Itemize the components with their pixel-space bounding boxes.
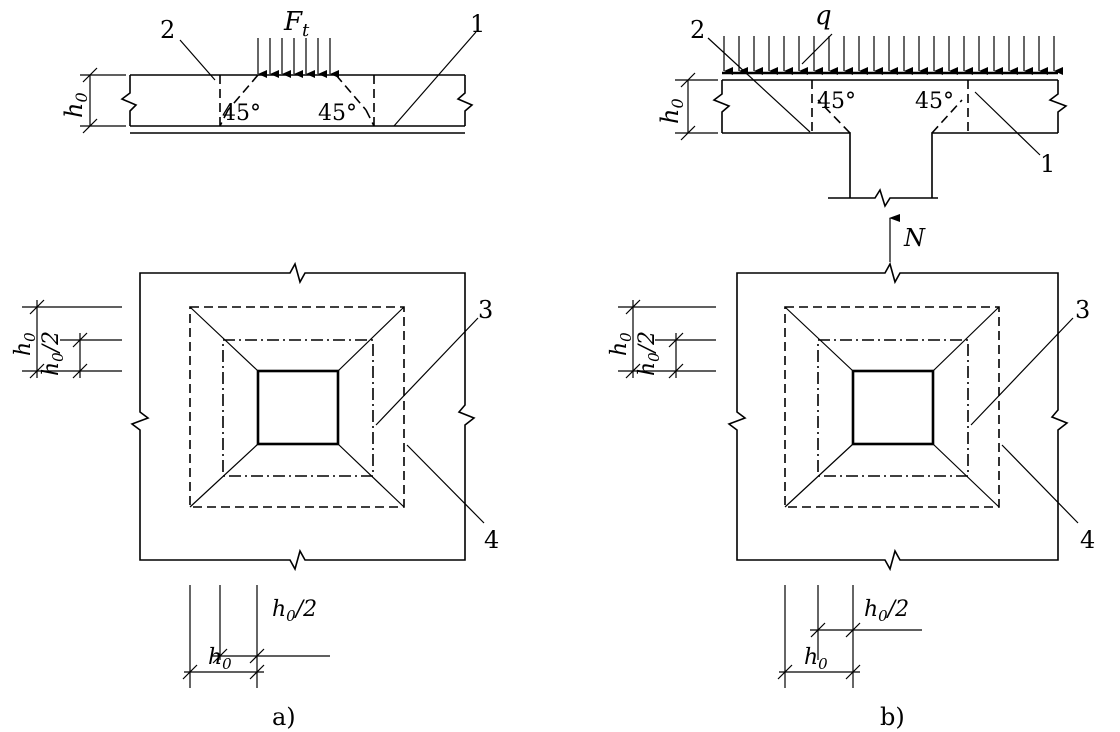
svg-text:h0: h0 [607,332,635,356]
critical-perimeter [817,339,969,477]
column-break-line [828,188,938,208]
punching-cone [811,80,969,134]
svg-text:h0: h0 [804,645,828,673]
callout-1-leader [974,91,1041,156]
panel-b-plan: 3 4 h0 h0/2 h0/2 h0 [607,261,1095,731]
callout-1-leader [393,31,477,127]
callout-3-leader [375,317,479,426]
axial-label: N [903,224,926,252]
force-label: Ft [283,7,310,41]
callout-1: 1 [1040,150,1055,178]
h0-dimension-elevation: h0 [60,67,126,134]
diagonal-bl [784,443,854,508]
angle-label-right: 45° [318,101,357,126]
svg-text:h0/2: h0/2 [864,597,909,625]
load-label: q [815,1,832,31]
angle-label-left: 45° [222,101,261,126]
caption-b: b) [880,703,905,731]
diagonal-tl [189,306,259,372]
svg-text:h0/2: h0/2 [272,597,317,625]
diagonal-tr [932,306,1000,372]
svg-text:h0: h0 [60,92,91,118]
column-section [256,369,340,446]
callout-4-leader [1001,444,1079,524]
callout-1: 1 [470,10,485,38]
diagonal-br [337,443,405,508]
svg-text:h0/2: h0/2 [39,331,67,376]
callout-2-leader [707,37,811,133]
distributed-load-arrows [723,36,1063,75]
panel-a-elevation: Ft 45° 45° 2 1 h0 [60,7,485,134]
break-line-left [712,80,731,133]
slab-outline-plan [130,261,476,572]
concentrated-load-arrows [257,38,339,78]
diagonal-tr [337,306,405,372]
load-label-leader [801,33,833,65]
critical-perimeter [222,339,374,477]
diagonal-tl [784,306,854,372]
plan-dimension-bottom: h0/2 h0 [777,585,922,688]
plan-dimension-left: h0 h0/2 [11,299,122,379]
panel-b-elevation: q 45° 45° 2 1 h0 N [656,1,1068,262]
break-line-left [120,75,138,126]
slab-outline-plan [727,261,1069,572]
diagonal-br [932,443,1000,508]
column-section [851,369,935,446]
angle-label-right: 45° [915,89,954,114]
h0-dimension-elevation: h0 [656,72,718,141]
outer-critical-perimeter [189,306,405,508]
break-line-right [1048,80,1068,133]
callout-2: 2 [690,16,705,44]
plan-dimension-left: h0 h0/2 [607,299,716,379]
panel-a-plan: 3 4 h0 h0/2 h0/2 [11,261,499,731]
svg-text:h0: h0 [656,98,687,124]
callout-3: 3 [1075,296,1090,324]
break-line-right [456,75,474,126]
callout-2-leader [179,39,216,81]
svg-text:h0: h0 [208,645,232,673]
plan-dimension-bottom: h0/2 h0 [182,585,330,688]
callout-3: 3 [478,296,493,324]
callout-4: 4 [1080,526,1095,554]
svg-text:h0: h0 [11,332,39,356]
outer-critical-perimeter [784,306,1000,508]
caption-a: a) [272,703,296,731]
callout-3-leader [970,317,1074,426]
diagonal-bl [189,443,259,508]
callout-4-leader [406,444,485,524]
callout-2: 2 [160,16,175,44]
punching-cone [219,74,375,127]
slab-bottom-and-column [722,132,1058,198]
callout-4: 4 [484,526,499,554]
svg-text:h0/2: h0/2 [635,331,663,376]
angle-label-left: 45° [817,89,856,114]
